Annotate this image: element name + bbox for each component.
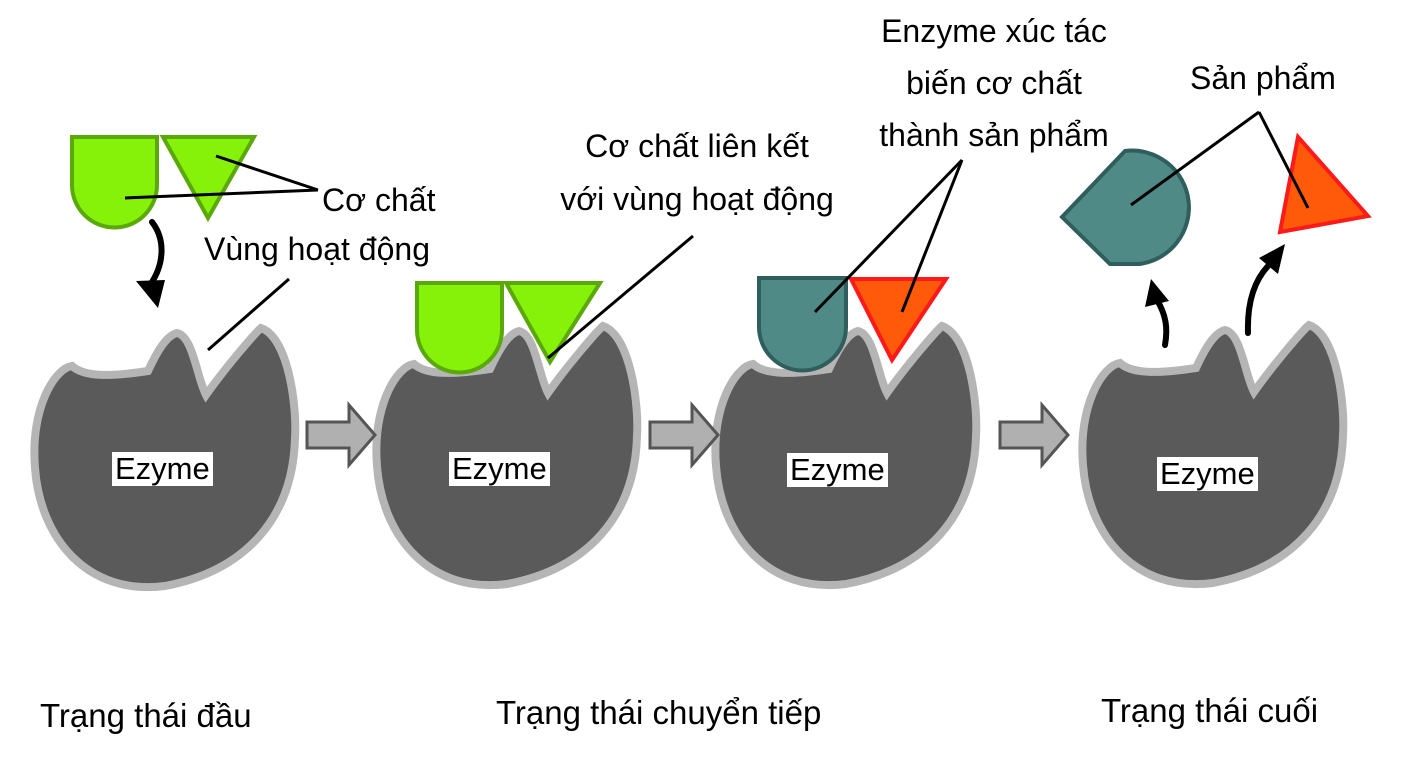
- stage-transition: Trạng thái chuyển tiếp: [496, 694, 822, 731]
- stage-final: Trạng thái cuối: [1101, 692, 1319, 729]
- active-site-leader: [207, 277, 290, 352]
- catalyze-leader-2: [900, 159, 964, 313]
- catalyze-label-line3: thành sản phẩm: [879, 117, 1109, 153]
- release-arrow-right-head: [1259, 244, 1285, 274]
- products-leader-1: [1130, 110, 1260, 207]
- products-label: Sản phẩm: [1190, 60, 1336, 96]
- bound-substrate-half-round: [415, 281, 504, 375]
- substrate-leader-2: [215, 154, 319, 192]
- products-leader-2: [1257, 111, 1310, 209]
- enzyme-label-3: Ezyme: [787, 453, 888, 487]
- released-product-teal: [1059, 148, 1191, 266]
- step-arrow-2: [648, 403, 720, 467]
- enzyme-label-2: Ezyme: [449, 452, 550, 486]
- catalyze-label-line1: Enzyme xúc tác: [881, 13, 1107, 49]
- step-arrow-3: [998, 403, 1070, 467]
- stage-initial: Trạng thái đầu: [40, 697, 252, 734]
- bound-substrate-triangle: [502, 281, 604, 366]
- substrate-half-round: [70, 135, 159, 230]
- binding-arrow: [147, 219, 165, 288]
- enzyme-final: [1082, 325, 1343, 584]
- substrate-label: Cơ chất: [322, 182, 436, 218]
- enzyme-label-4: Ezyme: [1157, 457, 1258, 491]
- release-arrow-left: [1154, 297, 1170, 348]
- enzyme-label-1: Ezyme: [112, 452, 213, 486]
- bound-label-line1: Cơ chất liên kết: [585, 128, 809, 164]
- released-product-orange: [1277, 132, 1372, 235]
- catalyze-leader-1: [813, 158, 964, 314]
- step-arrow-1: [305, 403, 377, 467]
- bound-product-orange: [847, 277, 950, 364]
- release-arrow-left-head: [1145, 279, 1169, 307]
- substrate-leader-1: [124, 188, 319, 200]
- bound-leader: [547, 234, 694, 360]
- binding-arrow-head: [136, 280, 165, 308]
- release-arrow-right: [1244, 263, 1271, 336]
- catalyze-label-line2: biến cơ chất: [906, 65, 1082, 101]
- substrate-triangle: [159, 135, 258, 223]
- bound-label-line2: với vùng hoạt động: [560, 181, 834, 217]
- active-site-label: Vùng hoạt động: [204, 231, 430, 267]
